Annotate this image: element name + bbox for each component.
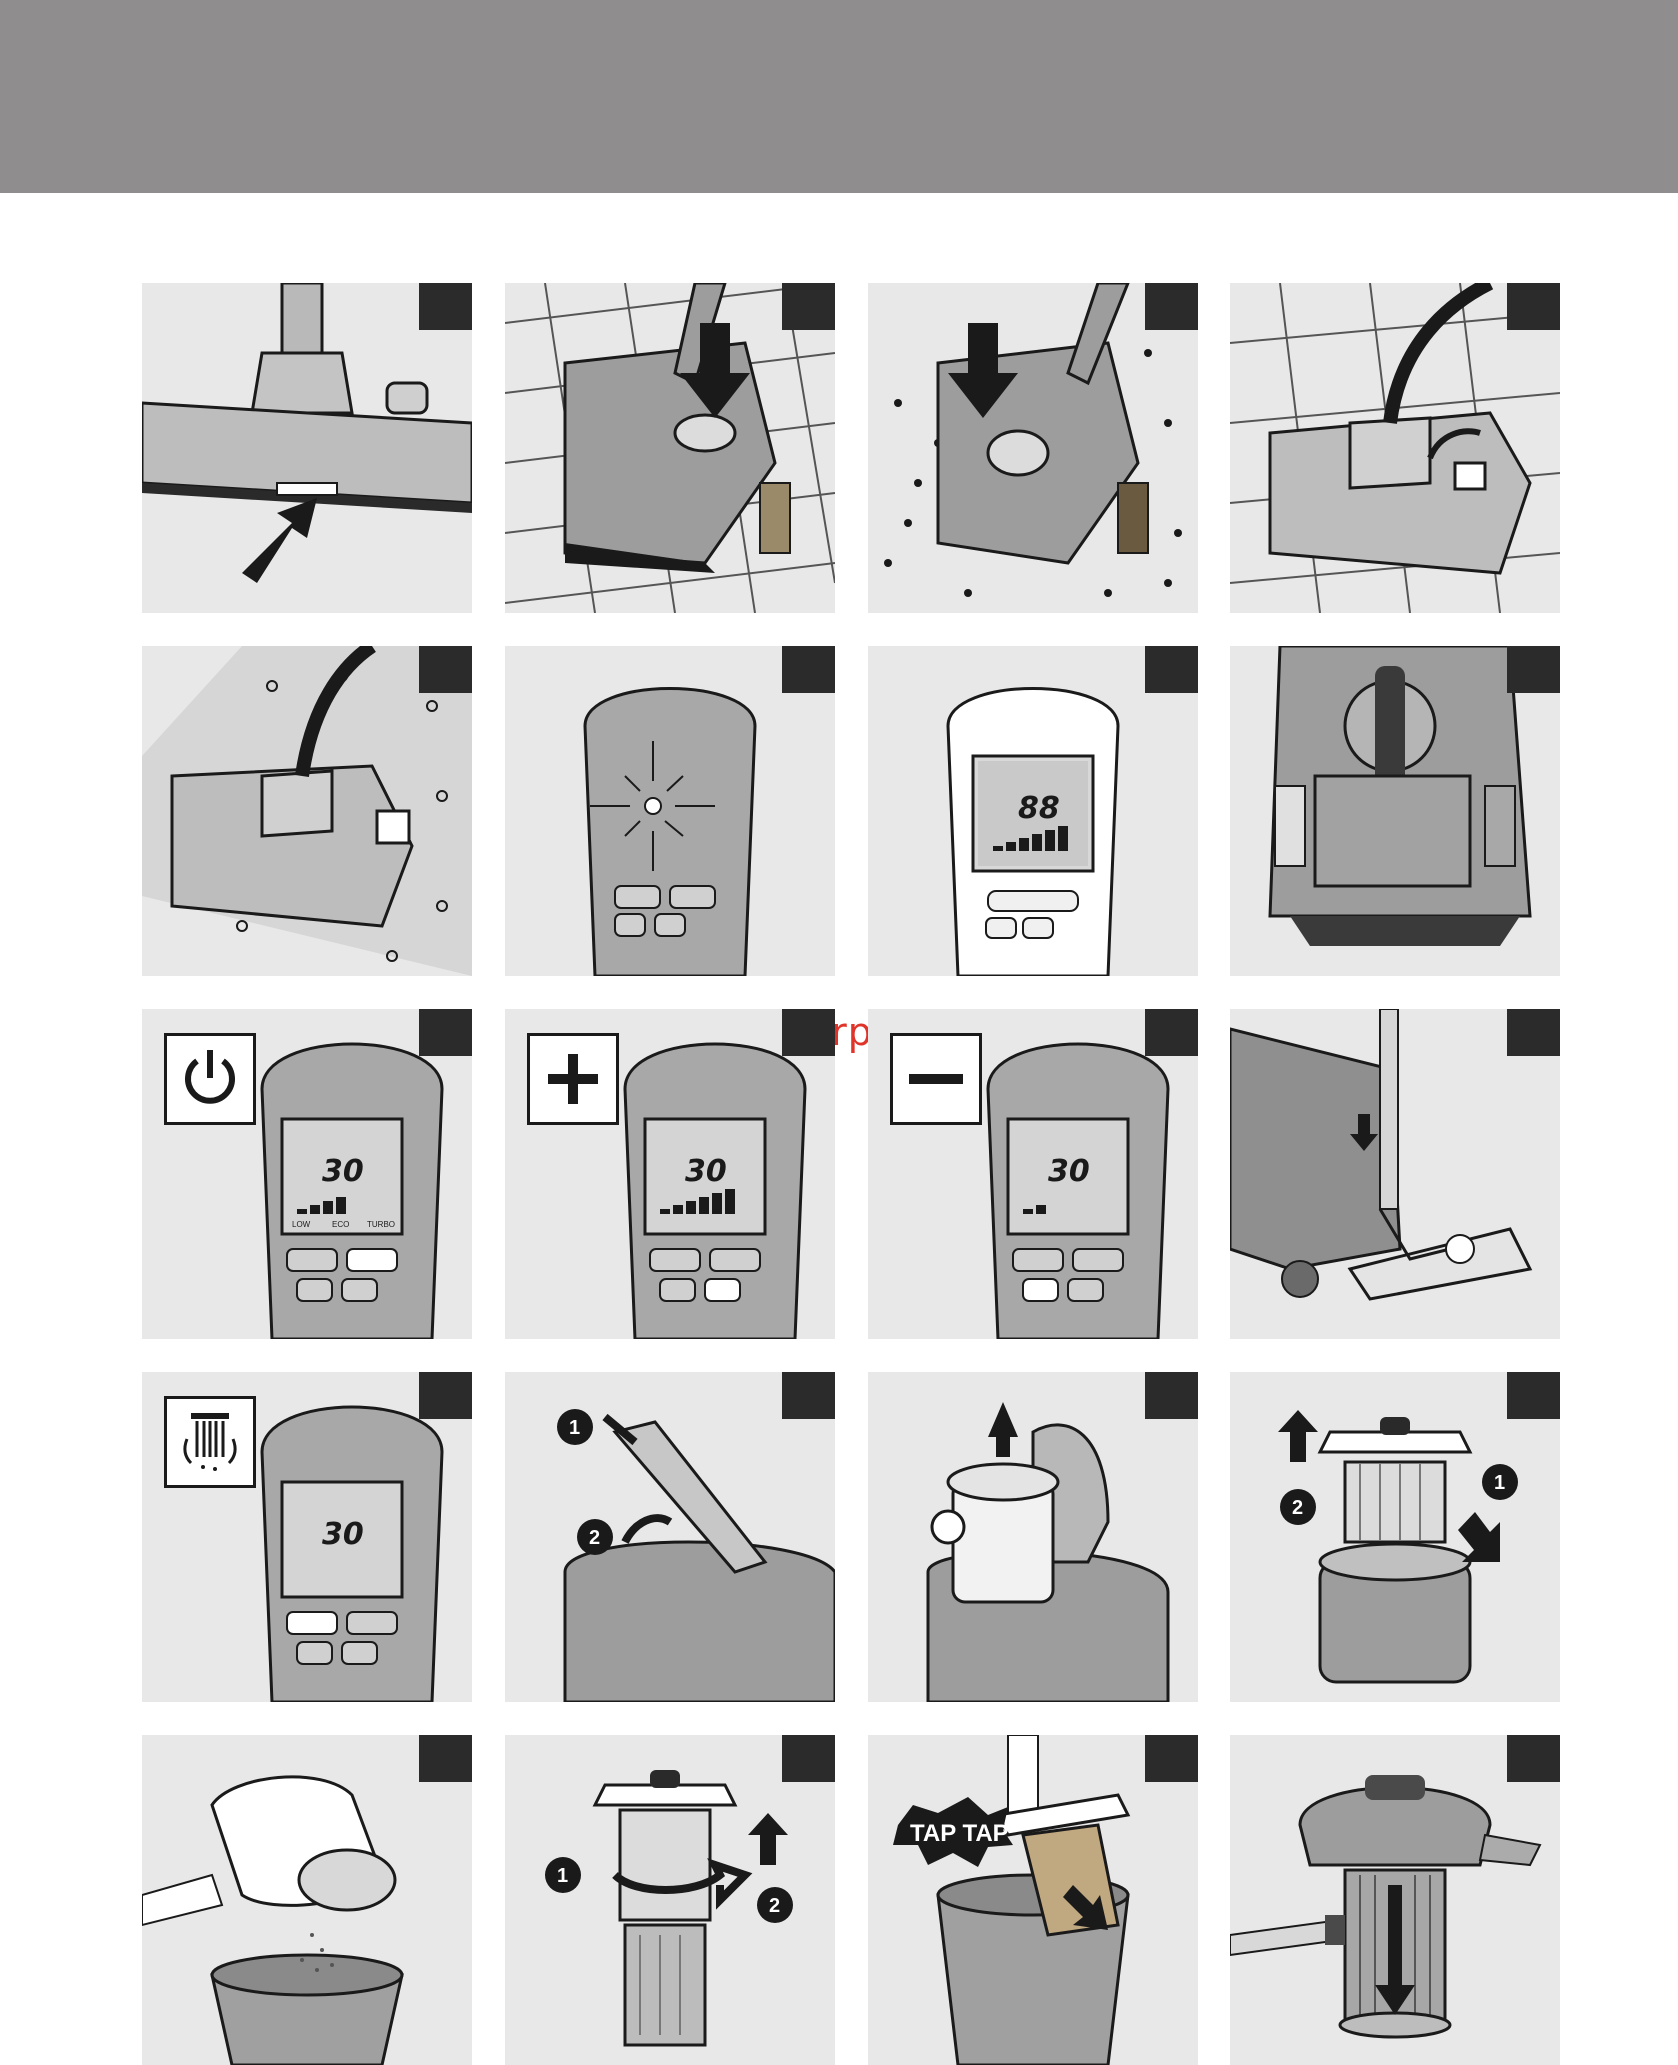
panel-handle-display-test: 88: [868, 646, 1198, 976]
lcd-time: 30: [322, 1517, 364, 1552]
step-number-box: [1145, 1735, 1198, 1782]
step-number-box: [782, 646, 835, 693]
step-marker-one: 1: [557, 1865, 568, 1887]
filter-clean-icon: [167, 1399, 253, 1485]
step-number-box: [782, 1372, 835, 1419]
lcd-time: 30: [322, 1154, 364, 1189]
step-number-box: [1507, 1009, 1560, 1056]
panel-open-cover: 1 2: [505, 1372, 835, 1702]
panel-empty-container: [142, 1735, 472, 2065]
panel-brush-filter: [1230, 1735, 1560, 2065]
panel-minus-button: 30: [868, 1009, 1198, 1339]
step-number-box: [419, 646, 472, 693]
lcd-time: 30: [1048, 1154, 1090, 1189]
panel-cleaner-body-front: [1230, 646, 1560, 976]
callout-box: [527, 1033, 619, 1125]
callout-box: [164, 1033, 256, 1125]
panel-nozzle-underside: [142, 283, 472, 613]
panel-nozzle-press-carpet: [868, 283, 1198, 613]
panel-nozzle-press-hard-floor: [505, 283, 835, 613]
step-number-box: [1145, 1372, 1198, 1419]
callout-box: [890, 1033, 982, 1125]
plus-icon: [530, 1036, 616, 1122]
step-marker-two: 2: [1292, 1497, 1303, 1519]
lcd-time: 30: [685, 1154, 727, 1189]
tap-tap-label: TAP TAP: [910, 1820, 1009, 1847]
callout-box: [164, 1396, 256, 1488]
lcd-time: 88: [1018, 791, 1060, 826]
step-number-box: [419, 1009, 472, 1056]
step-number-box: [782, 1735, 835, 1782]
mode-label-low: LOW: [292, 1220, 311, 1229]
step-number-box: [1507, 646, 1560, 693]
step-number-box: [1507, 1372, 1560, 1419]
step-number-box: [419, 283, 472, 330]
step-number-box: [782, 283, 835, 330]
panel-plus-button: 30: [505, 1009, 835, 1339]
panel-filter-indicator: 30: [142, 1372, 472, 1702]
panel-twist-filter: 1 2: [505, 1735, 835, 2065]
panel-remove-filter: 2 1: [1230, 1372, 1560, 1702]
step-number-box: [419, 1735, 472, 1782]
step-number-box: [419, 1372, 472, 1419]
mode-label-turbo: TURBO: [367, 1220, 395, 1229]
step-number-box: [1507, 1735, 1560, 1782]
step-marker-one: 1: [1494, 1472, 1505, 1494]
panel-nozzle-switch-hard-floor: [1230, 283, 1560, 613]
panel-power-button: 30 LOW ECO TURBO: [142, 1009, 472, 1339]
mode-label-eco: ECO: [332, 1220, 349, 1229]
header-band: [0, 0, 1678, 193]
step-marker-one: 1: [569, 1417, 580, 1439]
step-number-box: [1145, 1009, 1198, 1056]
step-marker-two: 2: [589, 1527, 600, 1549]
step-number-box: [782, 1009, 835, 1056]
panel-tap-filter: TAP TAP: [868, 1735, 1198, 2065]
panel-handle-blank: [505, 646, 835, 976]
step-number-box: [1507, 283, 1560, 330]
step-number-box: [1145, 646, 1198, 693]
step-number-box: [1145, 283, 1198, 330]
panel-parking-position: [1230, 1009, 1560, 1339]
panel-lift-container: [868, 1372, 1198, 1702]
minus-icon: [893, 1036, 979, 1122]
step-marker-two: 2: [769, 1895, 780, 1917]
panel-nozzle-switch-carpet: [142, 646, 472, 976]
